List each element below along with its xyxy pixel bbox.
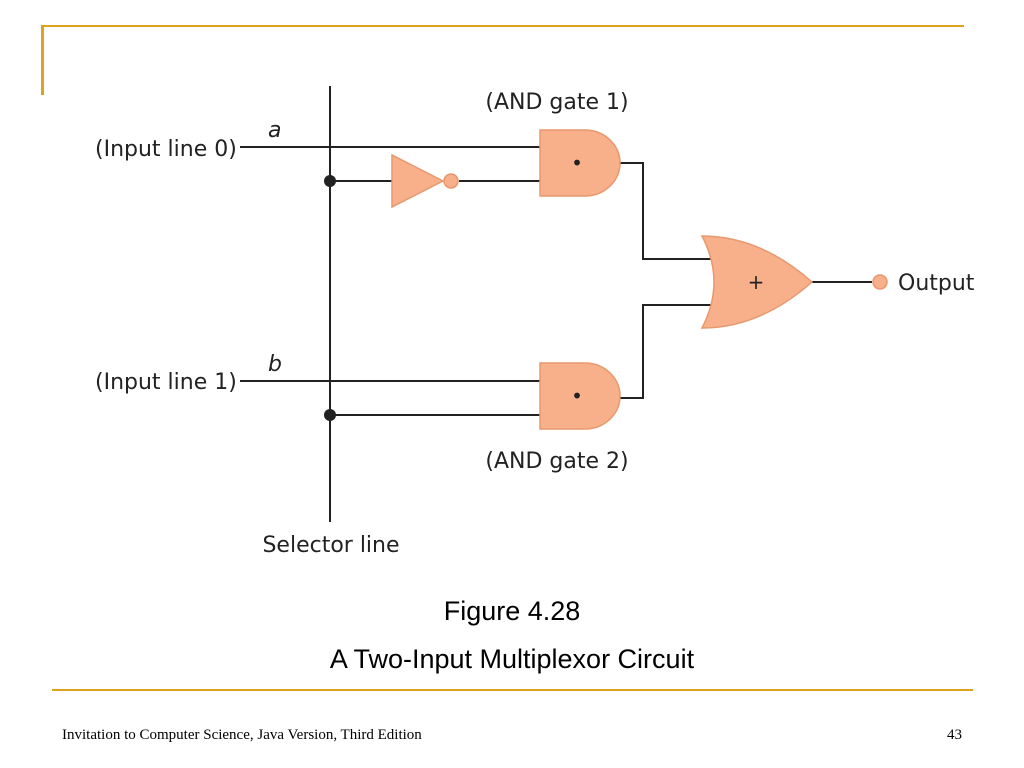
not-gate — [391, 153, 445, 209]
selector-line-label: Selector line — [262, 533, 399, 558]
and-gate-1-label: (AND gate 1) — [485, 90, 628, 115]
and-gate-2-symbol: • — [571, 384, 583, 408]
junction-dot-bottom — [324, 409, 336, 421]
output-terminal — [872, 274, 888, 290]
or-gate-symbol: + — [748, 270, 765, 294]
wires — [240, 86, 872, 522]
footer-rule — [52, 689, 973, 691]
output-label: Output — [898, 271, 975, 296]
and2-to-or-wire — [620, 304, 712, 399]
frame-left-rule — [41, 25, 44, 95]
footer-book-title: Invitation to Computer Science, Java Ver… — [62, 727, 422, 743]
junction-dot-top — [324, 175, 336, 187]
page-number: 43 — [947, 727, 962, 743]
figure-title: A Two-Input Multiplexor Circuit — [329, 644, 695, 674]
frame-top-rule — [41, 25, 964, 27]
or-gate — [700, 235, 814, 329]
and-gate-1-symbol: • — [571, 151, 583, 175]
input-b-label: b — [268, 352, 282, 377]
input-a-label: a — [268, 118, 281, 143]
multiplexor-diagram: • • + (Input line 0) a (Input line 1) b … — [95, 86, 975, 558]
not-gate-bubble — [443, 173, 459, 189]
and-gate-2 — [539, 362, 621, 430]
and1-to-or-wire — [620, 162, 712, 260]
input-line-0-label: (Input line 0) — [95, 137, 237, 162]
and-gate-2-label: (AND gate 2) — [485, 449, 628, 474]
figure-number: Figure 4.28 — [443, 596, 581, 626]
input-line-1-label: (Input line 1) — [95, 370, 237, 395]
and-gate-1 — [539, 129, 621, 197]
